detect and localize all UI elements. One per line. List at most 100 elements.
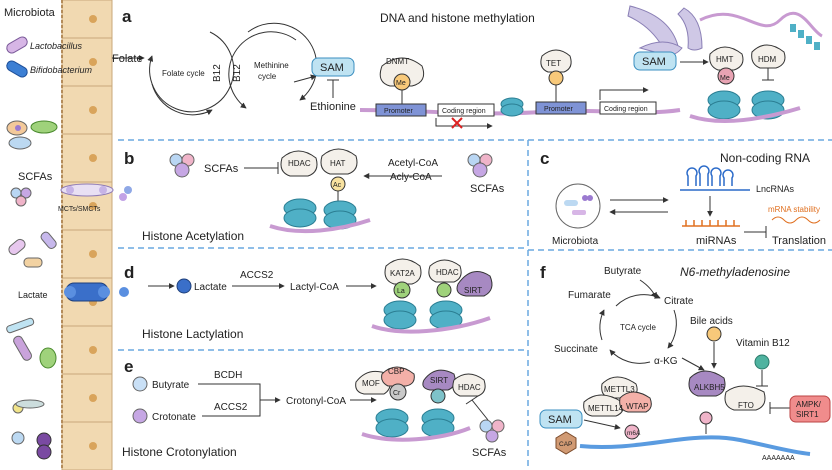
la-label: La [397,288,405,295]
vitamin-b12-icon [754,354,770,370]
gut-wall [61,0,113,470]
acly-coa-label: Acly-CoA [390,172,432,183]
scfas-right-label: SCFAs [470,183,505,195]
panel-a-letter: a [122,7,132,26]
mettl3-label: METTL3 [604,385,635,394]
translation-label: Translation [772,235,826,247]
transporter-icon [60,183,132,201]
accs2-e-label: ACCS2 [214,402,248,413]
microbiota-label: Microbiota [4,7,56,19]
bile-acids-label: Bile acids [690,316,733,327]
sirt-enzyme-d [456,271,493,297]
sam-f-box [539,409,583,429]
cbp-enzyme [381,366,415,401]
hdm-label: HDM [758,55,777,64]
scfas-left-label: SCFAs [204,163,239,175]
acetyl-coa-label: Acetyl-CoA [388,158,438,169]
citrate-label: Citrate [664,296,694,307]
hmt-label: HMT [716,55,733,64]
lactyl-coa-label: Lactyl-CoA [290,282,339,293]
coding-label-1: Coding region [442,108,486,115]
b12-left-label: B12 [212,64,223,82]
cap-label: CAP [559,441,572,448]
sam-box [311,57,355,77]
kat2a-enzyme [384,258,422,299]
bacteria-cluster-top [6,120,58,150]
panel-a-title: DNA and histone methylation [380,11,535,25]
crotonate-molecule-icon [132,408,148,424]
cr-label: Cr [393,390,401,397]
ampk-sirt1-box [789,395,831,423]
tet-label: TET [546,59,561,68]
vitamin-b12-label: Vitamin B12 [736,338,790,349]
fto-enzyme [724,385,766,411]
dnmt-enzyme [379,57,425,104]
scfas-molecules-icon [10,187,32,207]
chromosome-icon [627,5,703,56]
methionine-label-1: Methinine [254,61,289,70]
panel-e-letter: e [124,357,133,376]
panel-b-title: Histone Acetylation [142,229,244,243]
mrna-stability-label: mRNA stability [768,205,820,214]
fto-label: FTO [738,401,754,410]
akg-label: α-KG [654,356,678,367]
folate-cycle-label: Folate cycle [162,69,205,78]
coding-label-2: Coding region [604,106,648,113]
crotonate-label: Crotonate [152,412,196,423]
panel-d-title: Histone Lactylation [142,327,243,341]
wtap-label: WTAP [626,402,649,411]
lactate-transporter-icon [64,282,129,302]
promoter-box-1 [375,103,427,117]
polya-label: AAAAAAA [762,455,795,462]
ampk-label-2: SIRT1 [796,410,819,419]
mettl14-label: METTL14 [588,404,624,413]
hdac-enzyme-e [452,373,486,397]
promoter-label-1: Promoter [384,108,413,115]
mirna-icon [682,220,740,227]
promoter-box-2 [535,101,587,115]
sam-right-label: SAM [642,56,666,68]
nucleosomes-d [371,300,491,334]
b12-right-label: B12 [232,64,243,82]
microbiota-circle-icon [555,183,601,229]
folate-cycle-diagram [147,22,318,116]
sam-box-right [633,51,677,71]
hdac-enzyme-d [428,259,462,298]
alkbh5-enzyme [688,370,726,397]
sam-f-label: SAM [548,414,572,426]
me-label: Me [396,80,406,87]
succinate-label: Succinate [554,344,598,355]
panel-e-title: Histone Crotonylation [122,445,237,459]
butyrate-f-label: Butyrate [604,266,642,277]
nucleosomes-a-right [689,90,801,124]
nucleosomes-b [269,198,371,234]
me-right-label: Me [720,75,730,82]
hdac-e-label: HDAC [458,383,481,392]
methionine-label-2: cycle [258,72,277,81]
lactate-label: Lactate [18,290,48,300]
hdm-enzyme [751,44,786,81]
sirt-e-label: SIRT [430,376,448,385]
ethionine-label: Ethionine [310,101,356,113]
m6a-label: m6A [627,430,641,437]
lactate-d-label: Lactate [194,282,227,293]
mof-label: MOF [362,379,380,388]
coding-box-1 [437,103,495,117]
bifidobacterium-icon [6,60,28,78]
scfas-left-molecules [169,153,195,178]
m6a-mark-icon [624,424,640,440]
panel-b-letter: b [124,149,134,168]
bifidobacterium-label: Bifidobacterium [30,65,93,75]
hat-enzyme-b [320,148,358,204]
hdac-d-label: HDAC [436,268,459,277]
mettl-complex [583,376,652,417]
mrna-strand [579,435,811,456]
scfas-e-molecules [479,419,505,443]
panel-dividers [118,139,832,470]
coding-box-2 [599,101,657,115]
transporter-label: MCTs/SMCTs [58,206,101,213]
scfas-right-molecules [467,153,493,178]
bacteria-cluster-mid [8,231,57,268]
scfas-e-label: SCFAs [472,447,507,459]
